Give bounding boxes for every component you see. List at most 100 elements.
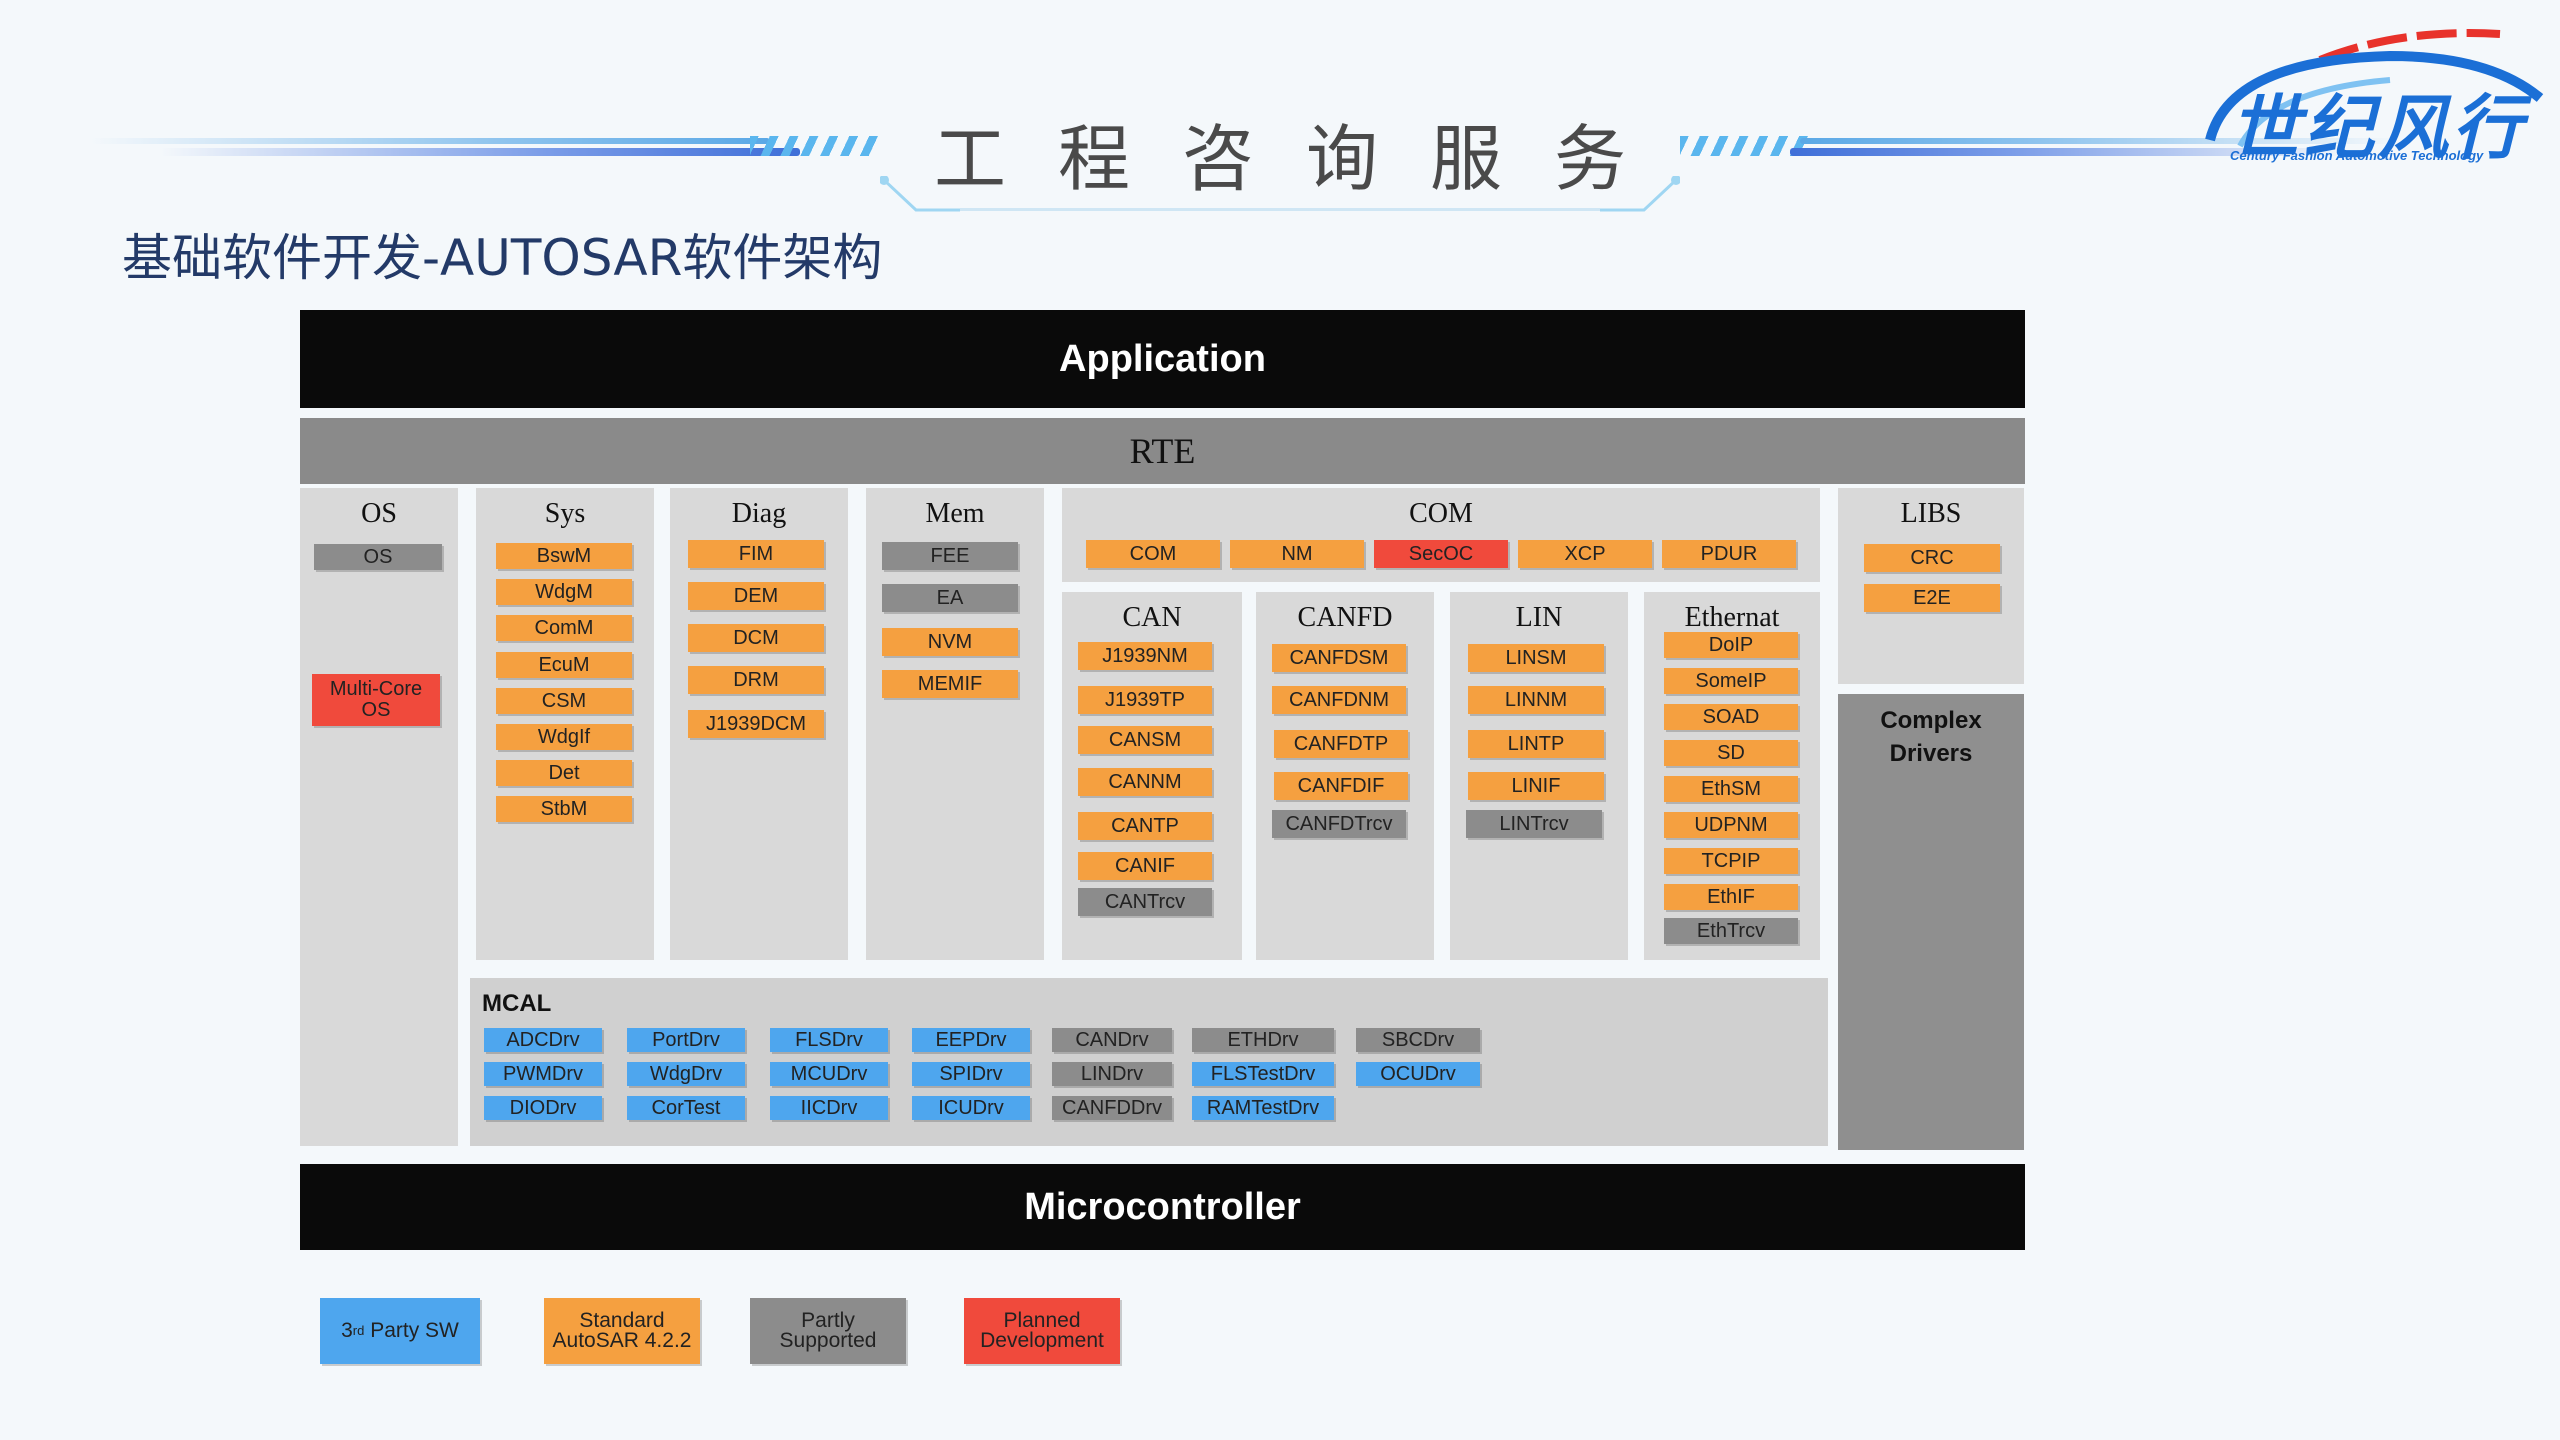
can-panel: CAN J1939NM J1939TP CANSM CANNM CANTP CA… [1062,592,1242,960]
can-item: J1939TP [1078,686,1212,714]
lin-title: LIN [1515,602,1563,633]
mem-panel: Mem FEE EA NVM MEMIF [866,488,1044,960]
diag-item: FIM [688,540,824,568]
application-layer: Application [300,310,2025,408]
diag-item: DCM [688,624,824,652]
mem-item: EA [882,584,1018,612]
canfd-item: CANFDNM [1272,686,1406,714]
lin-item: LINNM [1468,686,1604,714]
ethernet-item: DoIP [1664,632,1798,658]
mcal-item: MCUDrv [770,1062,888,1086]
legend-standard-line2: AutoSAR 4.2.2 [552,1329,692,1352]
legend-planned-line1: Planned [1003,1309,1081,1332]
os-item-os: OS [314,544,442,570]
microcontroller-layer: Microcontroller [300,1164,2025,1250]
legend-standard-line1: Standard [579,1309,665,1332]
ethernet-title: Ethernat [1684,602,1780,633]
canfd-title: CANFD [1297,602,1393,633]
canfd-item: CANFDTP [1274,730,1408,758]
sys-item: ComM [496,615,632,641]
diag-item: J1939DCM [688,710,824,738]
canfd-item: CANFDSM [1272,644,1406,672]
sys-item: Det [496,760,632,786]
can-item: CANTrcv [1078,888,1212,916]
mcal-item: EEPDrv [912,1028,1030,1052]
diag-title: Diag [731,498,787,529]
page-subtitle: 基础软件开发-AUTOSAR软件架构 [122,229,883,287]
diag-item: DRM [688,666,824,694]
mcal-item: ICUDrv [912,1096,1030,1120]
mem-item: FEE [882,542,1018,570]
lin-item: LINTP [1468,730,1604,758]
mcal-item: CANDrv [1052,1028,1172,1052]
libs-title: LIBS [1900,498,1962,529]
mem-title: Mem [925,498,985,529]
ethernet-item: EthSM [1664,776,1798,802]
ethernet-item: SomeIP [1664,668,1798,694]
lin-item: LINSM [1468,644,1604,672]
diag-panel: Diag FIM DEM DCM DRM J1939DCM [670,488,848,960]
com-item: PDUR [1662,540,1796,568]
sys-panel: Sys BswM WdgM ComM EcuM CSM WdgIf Det St… [476,488,654,960]
ethernet-item: EthIF [1664,884,1798,910]
complex-drivers-line2: Drivers [1889,740,1973,767]
ethernet-item: EthTrcv [1664,918,1798,944]
lin-item: LINTrcv [1466,810,1602,838]
legend-planned: Planned Development [964,1298,1120,1364]
can-title: CAN [1122,602,1182,633]
rte-label: RTE [1129,431,1196,471]
libs-panel: LIBS CRC E2E [1838,488,2024,684]
com-item: SecOC [1374,540,1508,568]
rte-layer: RTE [300,418,2025,484]
mcal-item: PWMDrv [484,1062,602,1086]
ethernet-item: UDPNM [1664,812,1798,838]
microcontroller-label: Microcontroller [1024,1185,1301,1228]
legend-standard: Standard AutoSAR 4.2.2 [544,1298,700,1364]
can-item: CANNM [1078,768,1212,796]
mcal-item: FLSDrv [770,1028,888,1052]
mcal-item: WdgDrv [627,1062,745,1086]
legend-partly-line1: Partly [801,1309,855,1332]
company-logo: 世纪风行 Century Fashion Automotive Technolo… [2170,20,2550,170]
os-title: OS [361,498,397,529]
sys-item: WdgIf [496,724,632,750]
ethernet-item: SOAD [1664,704,1798,730]
page-title: 工程咨询服务 [933,117,1678,201]
mcal-item: ADCDrv [484,1028,602,1052]
libs-item: CRC [1864,544,2000,572]
libs-item: E2E [1864,584,2000,612]
mem-item: MEMIF [882,670,1018,698]
mcal-item: CANFDDrv [1052,1096,1172,1120]
canfd-item: CANFDIF [1274,772,1408,800]
can-item: J1939NM [1078,642,1212,670]
com-title: COM [1409,498,1473,529]
sys-item: CSM [496,688,632,714]
mcal-item: IICDrv [770,1096,888,1120]
legend-planned-line2: Development [980,1329,1104,1352]
diag-item: DEM [688,582,824,610]
can-item: CANIF [1078,852,1212,880]
canfd-item: CANFDTrcv [1272,810,1406,838]
mcal-item: SBCDrv [1356,1028,1480,1052]
legend-partly-line2: Supported [779,1329,877,1352]
complex-drivers-panel: Complex Drivers [1838,694,2024,1150]
sys-item: BswM [496,543,632,569]
com-item: COM [1086,540,1220,568]
mcal-item: DIODrv [484,1096,602,1120]
sys-title: Sys [544,498,586,529]
legend-partly: Partly Supported [750,1298,906,1364]
can-item: CANSM [1078,726,1212,754]
mcal-item: PortDrv [627,1028,745,1052]
sys-item: WdgM [496,579,632,605]
application-label: Application [1059,337,1266,380]
mcal-item: ETHDrv [1192,1028,1334,1052]
mcal-item: SPIDrv [912,1062,1030,1086]
mcal-item: RAMTestDrv [1192,1096,1334,1120]
mcal-item: OCUDrv [1356,1062,1480,1086]
mcal-item: LINDrv [1052,1062,1172,1086]
mcal-item: FLSTestDrv [1192,1062,1334,1086]
sys-item: StbM [496,796,632,822]
os-item-multicore: Multi-Core OS [312,674,440,726]
legend-third-party-pre: 3 [341,1319,353,1342]
